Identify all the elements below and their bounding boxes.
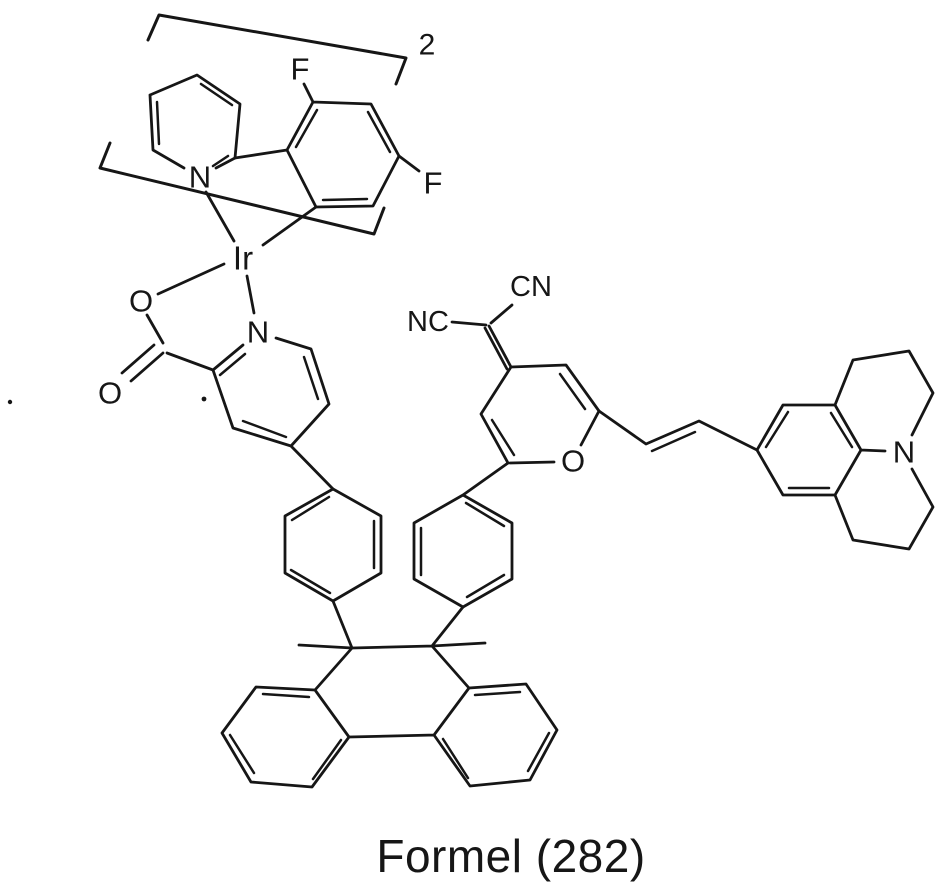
double-bonds [228,690,551,781]
ink-speck [7,399,13,405]
repeat-brackets: 2 [98,13,436,236]
pyran-ring: O [479,363,601,479]
ring-double-bonds [490,372,587,457]
bracket-bottom [98,141,386,236]
bonds [450,303,514,371]
ring-bonds [479,363,601,465]
ring-bonds [412,461,514,609]
dicyanomethylene-group: NC CN [407,271,552,371]
picolinate-ligand: O O N [98,284,335,491]
ligand-pyridine-ring: N [148,73,242,195]
ring-double-bonds [419,501,506,599]
ring-bonds [233,82,421,209]
scan-artifacts [7,396,207,405]
ring-double-bonds [294,108,392,202]
bonds [597,409,759,452]
ring-double-bonds [289,495,376,595]
bracket-top [146,13,408,86]
julolidine-nitrogen-label: N [893,435,915,470]
ring-bonds [148,73,242,170]
julolidine-group: N [755,349,935,551]
figure-caption: Formel (282) [376,830,645,882]
double-bond [650,430,697,453]
pyridine-nitrogen-label: N [189,160,211,195]
phenylene-linker-2 [412,461,514,609]
nitrile-left-label: NC [407,306,449,338]
ring-double-bonds [764,410,854,490]
nitrile-right-label: CN [510,271,552,303]
vinyl-bridge [597,409,759,453]
bonds [220,605,559,789]
carbonyl-oxygen-label: O [98,376,122,411]
ring-double-bonds [155,82,234,168]
fluorine-top-label: F [291,52,310,87]
bonds [755,349,935,551]
carboxylate-oxygen-label: O [129,284,153,319]
difluorophenyl-ring: F F [233,52,443,209]
iridium-label: Ir [233,240,253,277]
dihydrophenanthrene-core [220,605,559,789]
bracket-subscript: 2 [419,29,436,62]
double-bonds [218,352,320,439]
fluorine-side-label: F [424,166,443,201]
bonds [120,313,335,491]
coordination-bonds [156,190,318,315]
ink-speck [201,396,207,402]
ring-bonds [283,487,383,650]
picolinate-nitrogen-label: N [247,315,269,350]
phenylene-linker-1 [283,487,383,650]
pyran-oxygen-label: O [561,444,585,479]
iridium-center: Ir [156,190,318,315]
